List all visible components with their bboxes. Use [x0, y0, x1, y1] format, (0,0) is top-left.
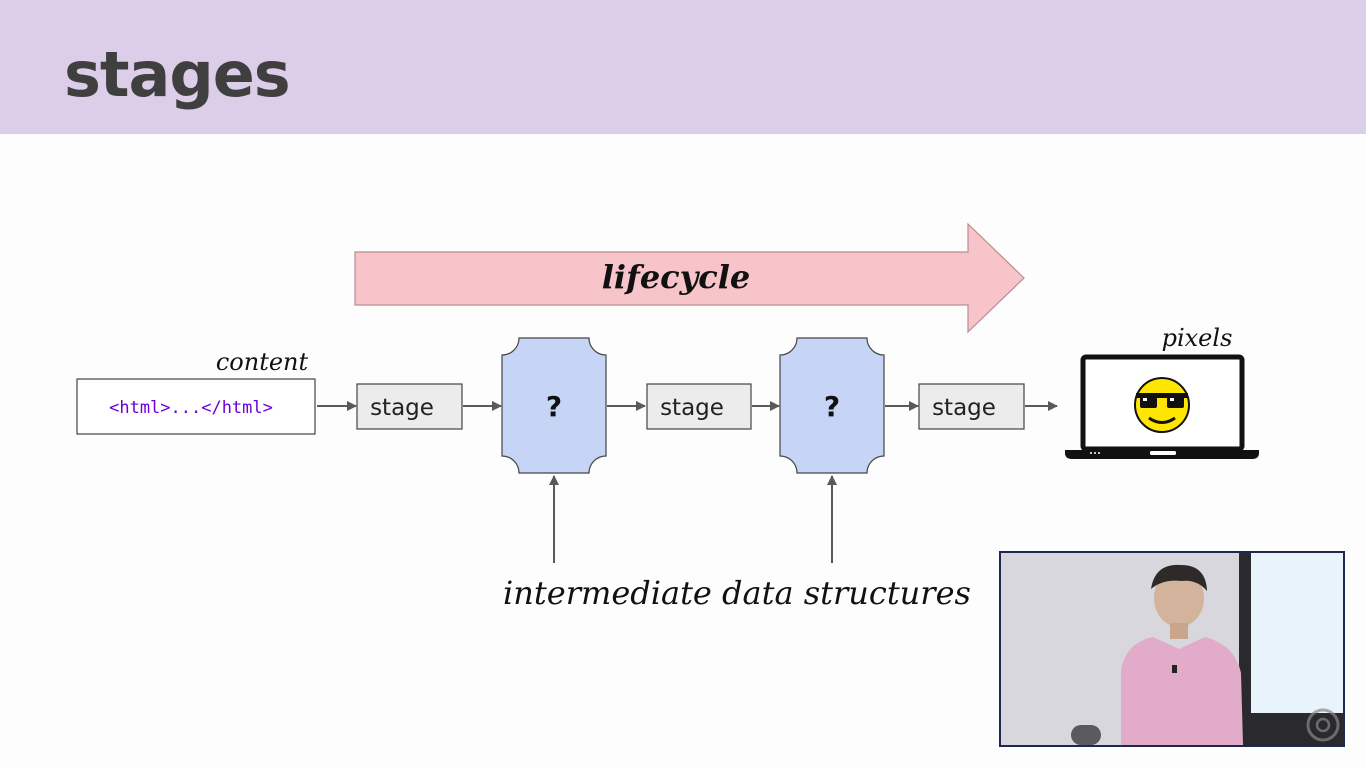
unknown-label-1: ? [546, 390, 562, 423]
cool-smiley-icon [1134, 377, 1190, 433]
intermediate-label: intermediate data structures [503, 574, 971, 612]
unknown-structure-2: ? [779, 337, 885, 474]
slide-title: stages [64, 38, 291, 111]
stage-label-3: stage [932, 395, 996, 421]
html-snippet: <html>...</html> [109, 398, 273, 418]
stage-box-1: stage [356, 383, 463, 430]
speaker-video-frame [1001, 553, 1343, 745]
pipeline-arrows [317, 401, 1058, 563]
stage-label-2: stage [660, 395, 724, 421]
unknown-structure-1: ? [501, 337, 607, 474]
laptop-icon [1065, 354, 1259, 459]
stage-box-3: stage [918, 383, 1025, 430]
pixels-label: pixels [1162, 324, 1233, 352]
speaker-video [999, 551, 1345, 747]
chrome-logo-icon [1306, 708, 1340, 742]
speaker-figure [1121, 564, 1243, 745]
stage-label-1: stage [370, 395, 434, 421]
content-label: content [216, 348, 309, 376]
unknown-label-2: ? [824, 390, 840, 423]
stage-box-2: stage [646, 383, 752, 430]
lifecycle-arrow: lifecycle [354, 222, 1025, 334]
slide-header: stages [0, 0, 1366, 134]
lifecycle-label: lifecycle [602, 258, 751, 296]
html-content-box: <html>...</html> [76, 378, 316, 435]
